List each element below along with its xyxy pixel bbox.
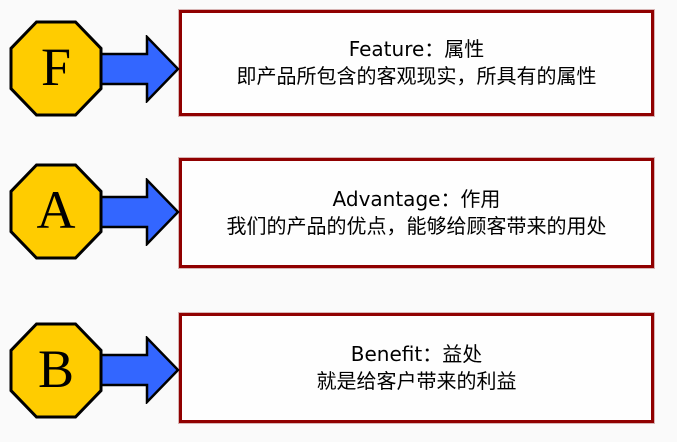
octagon-shape-icon bbox=[9, 20, 103, 117]
octagon-a: A bbox=[9, 163, 103, 260]
benefit-box: Benefit：益处 就是给客户带来的利益 bbox=[179, 313, 654, 423]
octagon-f-letter: F bbox=[40, 36, 72, 97]
octagon-b-letter: B bbox=[37, 338, 75, 399]
feature-box: Feature：属性 即产品所包含的客观现实，所具有的属性 bbox=[179, 10, 654, 116]
octagon-a-letter: A bbox=[36, 179, 76, 240]
octagon-b: B bbox=[9, 322, 103, 419]
advantage-box: Advantage：作用 我们的产品的优点，能够给顾客带来的用处 bbox=[179, 158, 654, 268]
advantage-box-title: Advantage：作用 bbox=[332, 187, 501, 211]
feature-box-title: Feature：属性 bbox=[348, 37, 485, 61]
right-arrow-icon bbox=[96, 178, 180, 246]
right-arrow-icon bbox=[96, 35, 180, 103]
feature-box-description: 即产品所包含的客观现实，所具有的属性 bbox=[236, 64, 597, 88]
benefit-box-description: 就是给客户带来的利益 bbox=[316, 369, 517, 393]
octagon-shape-icon bbox=[9, 163, 103, 260]
benefit-box-title: Benefit：益处 bbox=[350, 342, 483, 366]
advantage-box-description: 我们的产品的优点，能够给顾客带来的用处 bbox=[226, 214, 607, 238]
octagon-f: F bbox=[9, 20, 103, 117]
right-arrow-icon bbox=[96, 336, 180, 404]
octagon-shape-icon bbox=[9, 322, 103, 419]
